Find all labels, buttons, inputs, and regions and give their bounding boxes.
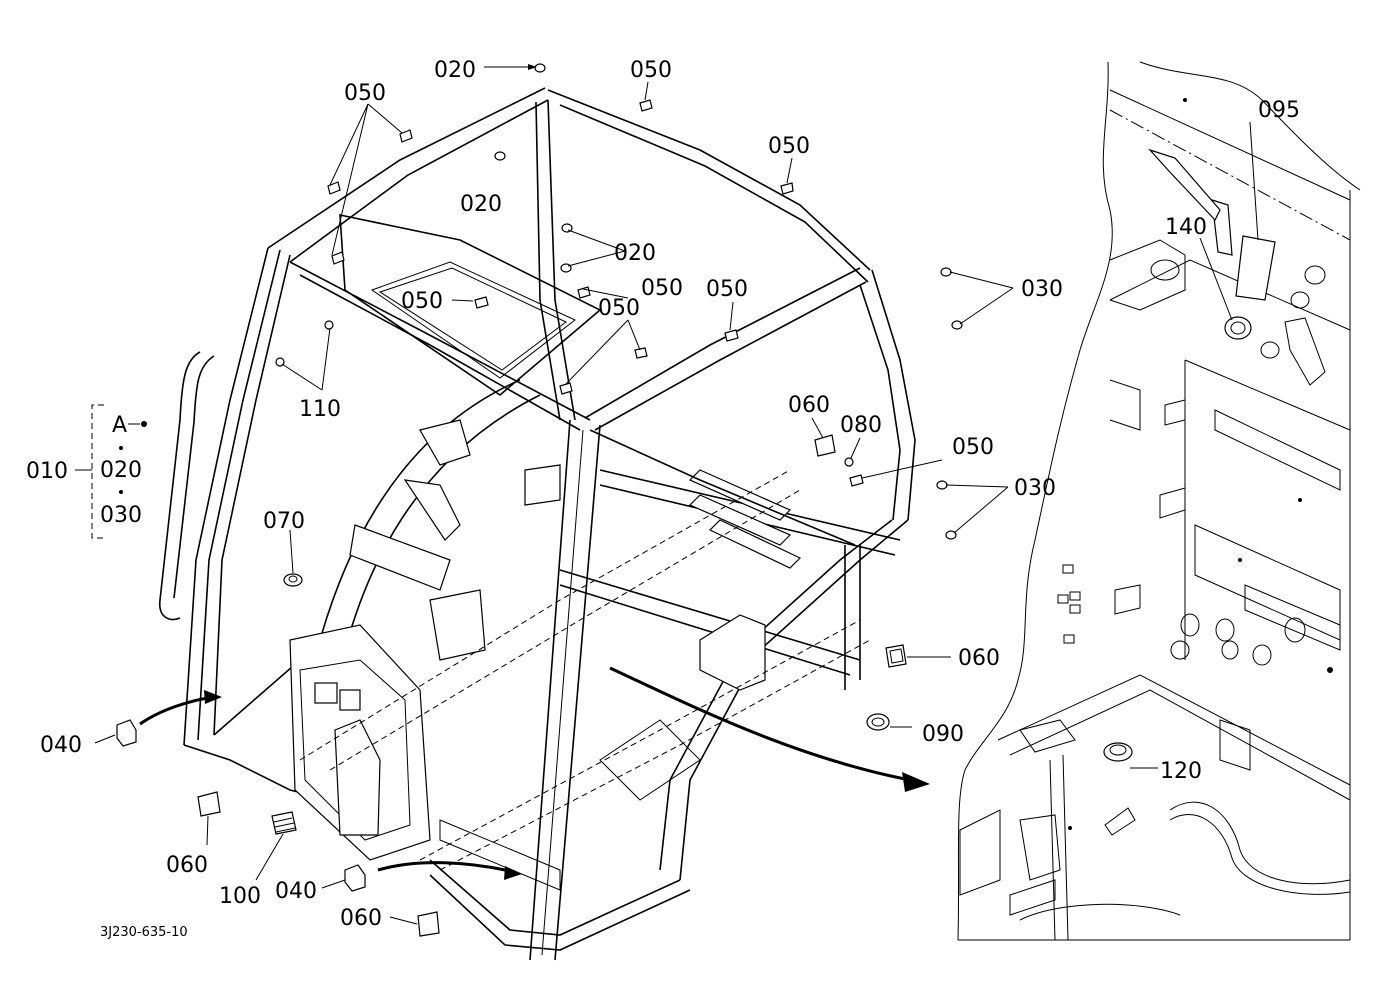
label-110: 110	[299, 397, 341, 422]
label-060-mid: 060	[788, 393, 830, 418]
arrow-to-040-left	[139, 695, 216, 726]
label-020-mid2: 020	[614, 241, 656, 266]
label-050-top: 050	[630, 58, 672, 83]
label-030-upper: 030	[1021, 277, 1063, 302]
assembly-group-010: 010 A 020 030	[26, 404, 142, 539]
label-040-left: 040	[40, 733, 82, 758]
label-095: 095	[1258, 98, 1300, 123]
arrow-head-detail	[902, 772, 930, 792]
part-labels: 020 050 050 050 020 020 050 050 050 050 …	[40, 58, 1300, 940]
label-050-window: 050	[401, 289, 443, 314]
assembly-label: 010	[26, 459, 68, 484]
label-070: 070	[263, 509, 305, 534]
label-050-right-top: 050	[768, 134, 810, 159]
label-030-lower: 030	[1014, 476, 1056, 501]
plate-095	[1235, 235, 1276, 301]
label-050-right: 050	[706, 277, 748, 302]
label-090: 090	[922, 722, 964, 747]
cabin-frame	[159, 87, 916, 961]
drawing-code: 3J230-635-10	[100, 925, 188, 940]
arrow-to-040-bottom	[377, 861, 516, 874]
label-140: 140	[1165, 215, 1207, 240]
assembly-item-020: 020	[100, 458, 142, 483]
label-100: 100	[219, 884, 261, 909]
label-020-mid: 020	[460, 192, 502, 217]
grommet-140	[1224, 316, 1252, 340]
leader-lines	[94, 64, 1259, 925]
label-040-bottom: 040	[275, 879, 317, 904]
assembly-item-030: 030	[100, 503, 142, 528]
label-120: 120	[1160, 759, 1202, 784]
label-060-bottom-left: 060	[166, 853, 208, 878]
label-050-center2: 050	[598, 296, 640, 321]
assembly-item-a: A	[112, 413, 127, 438]
label-060-bottom: 060	[340, 906, 382, 931]
label-050-lower: 050	[952, 435, 994, 460]
label-050-center: 050	[641, 276, 683, 301]
label-060-right: 060	[958, 646, 1000, 671]
arrow-to-detail	[609, 666, 921, 784]
detail-view	[957, 61, 1361, 941]
label-050-left: 050	[344, 81, 386, 106]
label-020-top: 020	[434, 58, 476, 83]
springs	[1057, 564, 1081, 644]
label-080: 080	[840, 413, 882, 438]
grommet-120	[1103, 742, 1133, 762]
